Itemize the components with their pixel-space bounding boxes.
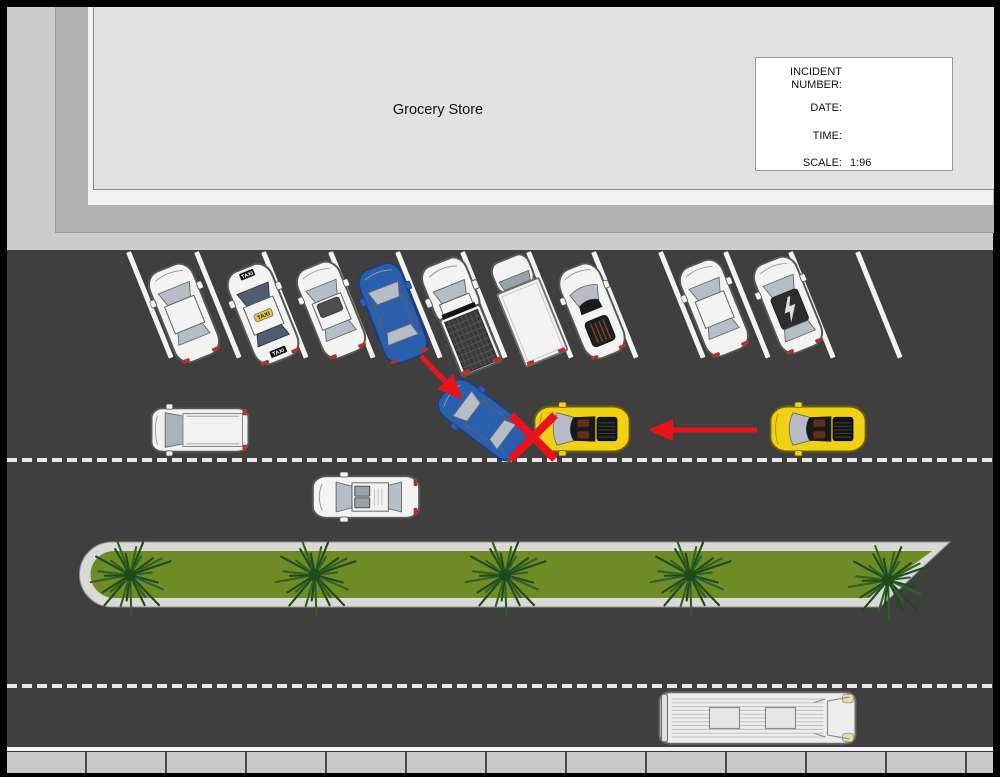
yellow-car-impact[interactable] xyxy=(532,402,632,456)
plant xyxy=(89,539,172,616)
curb-strip xyxy=(7,747,993,751)
svg-text:TAXI: TAXI xyxy=(241,270,255,280)
plant xyxy=(274,539,357,616)
bus[interactable] xyxy=(657,690,857,747)
parked-taxi[interactable]: TAXI TAXI TAXI xyxy=(218,255,309,372)
blue-car-parked[interactable] xyxy=(349,255,437,371)
building-label[interactable]: Grocery Store xyxy=(392,102,484,118)
parked-pickup[interactable] xyxy=(412,249,510,383)
lane-dash-line xyxy=(7,684,993,688)
white-suv-lane2[interactable] xyxy=(310,472,422,522)
lane-dash-line xyxy=(7,458,993,462)
white-van[interactable] xyxy=(149,404,251,456)
parked-electric-car[interactable] xyxy=(744,249,832,362)
svg-text:TAXI: TAXI xyxy=(272,348,286,358)
yellow-car-initial[interactable] xyxy=(768,402,868,456)
info-value[interactable]: 1:96 xyxy=(850,157,872,169)
info-label: TIME: xyxy=(812,130,842,142)
grass-median xyxy=(79,539,952,621)
parked-box-van[interactable] xyxy=(480,246,575,373)
parked-sunroof-car[interactable] xyxy=(287,254,375,367)
parked-car-white-1[interactable] xyxy=(139,255,229,371)
parked-car-white-2[interactable] xyxy=(670,252,758,365)
plant xyxy=(847,544,930,621)
plant xyxy=(649,539,732,616)
sidewalk xyxy=(7,751,993,773)
incident-info-box[interactable]: INCIDENT NUMBER: DATE: TIME: SCALE: 1:96 xyxy=(755,57,953,171)
info-label: DATE: xyxy=(810,102,842,114)
info-label: INCIDENT NUMBER: xyxy=(790,66,842,91)
svg-text:TAXI: TAXI xyxy=(257,311,272,321)
info-label: SCALE: xyxy=(802,157,842,169)
plant xyxy=(464,539,547,616)
parked-sports-car[interactable] xyxy=(549,255,635,367)
